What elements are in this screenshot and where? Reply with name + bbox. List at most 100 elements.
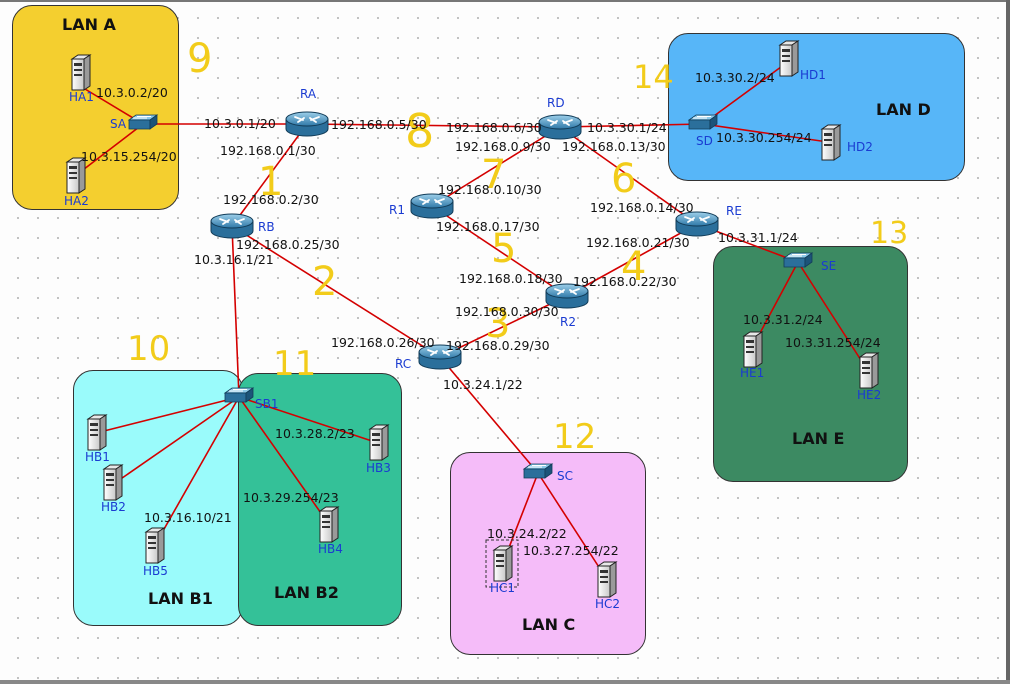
link-sb1-hb3 bbox=[238, 396, 379, 444]
zone-lan-c bbox=[450, 452, 646, 655]
host-icon-hb2[interactable] bbox=[103, 464, 123, 501]
ip-label-ra-lan: 10.3.0.1/20 bbox=[204, 116, 276, 131]
frame-right-border bbox=[1006, 0, 1010, 684]
link-r1-r2 bbox=[431, 205, 568, 297]
switch-icon-sa[interactable] bbox=[128, 114, 158, 130]
lan-b1-label: LAN B1 bbox=[148, 589, 213, 608]
host-label-hd1: HD1 bbox=[800, 68, 826, 82]
host-icon-ha1[interactable] bbox=[71, 54, 91, 91]
ip-label-rc-lan: 10.3.24.1/22 bbox=[443, 377, 523, 392]
ip-label-re-r2: 192.168.0.21/30 bbox=[586, 235, 690, 250]
link-sd-hd1 bbox=[702, 63, 786, 125]
router-icon-r1[interactable] bbox=[410, 193, 454, 219]
host-label-hd2: HD2 bbox=[847, 140, 873, 154]
host-icon-hc2[interactable] bbox=[597, 561, 617, 598]
ip-label-ra-rb: 192.168.0.1/30 bbox=[220, 143, 316, 158]
annotation-12: 12 bbox=[553, 417, 596, 457]
host-label-hb2: HB2 bbox=[101, 500, 126, 514]
ip-label-rc-rb: 192.168.0.26/30 bbox=[331, 335, 435, 350]
host-label-hb3: HB3 bbox=[366, 461, 391, 475]
ip-label-rd-re: 192.168.0.13/30 bbox=[562, 139, 666, 154]
link-sd-hd2 bbox=[702, 123, 829, 143]
ip-label-r1-r2: 192.168.0.17/30 bbox=[436, 219, 540, 234]
host-icon-he2[interactable] bbox=[859, 352, 879, 389]
host-icon-he1[interactable] bbox=[743, 331, 763, 368]
annotation-2: 2 bbox=[312, 259, 337, 305]
ip-label-he2: 10.3.31.254/24 bbox=[785, 335, 881, 350]
switches bbox=[128, 114, 813, 479]
ip-label-rd-r1: 192.168.0.9/30 bbox=[455, 139, 551, 154]
link-sc-hc2 bbox=[537, 472, 607, 579]
host-label-hb5: HB5 bbox=[143, 564, 168, 578]
zone-lan-b1 bbox=[73, 370, 243, 626]
ip-label-rb-rc: 192.168.0.25/30 bbox=[236, 237, 340, 252]
ip-label-ha1: 10.3.0.2/20 bbox=[96, 85, 168, 100]
link-rc-sc bbox=[439, 356, 539, 474]
device-labels: RA RB RC RD RE R1 R2 SA SB1 SC SD SE HA1… bbox=[64, 68, 881, 611]
router-icon-re[interactable] bbox=[675, 211, 719, 237]
ip-label-hc1: 10.3.24.2/22 bbox=[487, 526, 567, 541]
link-rd-r1 bbox=[431, 126, 561, 207]
host-icon-hb1[interactable] bbox=[87, 414, 107, 451]
link-sb1-hb1 bbox=[95, 396, 240, 434]
link-sb1-hb5 bbox=[154, 396, 240, 546]
host-icon-hc1[interactable] bbox=[493, 545, 513, 582]
host-icon-hd1[interactable] bbox=[779, 40, 799, 77]
ip-label-hb4: 10.3.29.254/23 bbox=[243, 490, 339, 505]
host-label-hc2: HC2 bbox=[595, 597, 620, 611]
host-label-ha2: HA2 bbox=[64, 194, 89, 208]
switch-label-sc: SC bbox=[557, 469, 573, 483]
hc1-selection-box bbox=[485, 539, 519, 588]
host-icon-hb3[interactable] bbox=[369, 424, 389, 461]
ip-label-rb-ra: 192.168.0.2/30 bbox=[223, 192, 319, 207]
switch-icon-sc[interactable] bbox=[523, 463, 553, 479]
ip-label-rd-lan: 10.3.30.1/24 bbox=[587, 120, 667, 135]
zone-lan-b2 bbox=[238, 373, 402, 626]
link-rb-sb1 bbox=[231, 225, 240, 398]
switch-label-sb1: SB1 bbox=[255, 397, 278, 411]
ip-label-r2-re: 192.168.0.22/30 bbox=[573, 274, 677, 289]
zone-lan-a bbox=[12, 5, 179, 210]
host-label-hc1: HC1 bbox=[490, 581, 515, 595]
router-label-rb: RB bbox=[258, 220, 275, 234]
link-ra-rd bbox=[306, 123, 561, 128]
router-icon-rb[interactable] bbox=[210, 213, 254, 239]
lan-a-label: LAN A bbox=[62, 15, 116, 34]
lan-c-label: LAN C bbox=[522, 615, 576, 634]
annotation-7: 7 bbox=[481, 152, 506, 198]
annotation-8: 8 bbox=[405, 104, 434, 158]
hosts bbox=[66, 40, 879, 598]
ip-label-ha2: 10.3.15.254/20 bbox=[81, 149, 177, 164]
switch-icon-se[interactable] bbox=[783, 252, 813, 268]
router-icon-ra[interactable] bbox=[285, 111, 329, 137]
router-icon-rd[interactable] bbox=[538, 114, 582, 140]
ip-label-rb-lan: 10.3.16.1/21 bbox=[194, 252, 274, 267]
annotation-3: 3 bbox=[485, 301, 510, 347]
router-label-r1: R1 bbox=[389, 203, 405, 217]
ip-label-hd2: 10.3.30.254/24 bbox=[716, 130, 812, 145]
ip-labels: 10.3.0.2/20 10.3.15.254/20 10.3.0.1/20 1… bbox=[81, 70, 881, 558]
host-icon-hb4[interactable] bbox=[319, 506, 339, 543]
host-icon-hd2[interactable] bbox=[821, 124, 841, 161]
switch-icon-sb1[interactable] bbox=[224, 387, 254, 403]
link-ha2-sa bbox=[74, 123, 144, 177]
ip-label-re-rd: 192.168.0.14/30 bbox=[590, 200, 694, 215]
annotation-14: 14 bbox=[633, 58, 674, 96]
link-rd-re bbox=[559, 126, 698, 225]
annotation-4: 4 bbox=[621, 244, 646, 290]
switch-label-sa: SA bbox=[110, 117, 127, 131]
link-sb1-hb2 bbox=[111, 396, 240, 486]
router-label-rc: RC bbox=[395, 357, 411, 371]
host-icon-hb5[interactable] bbox=[145, 527, 165, 564]
link-sb1-hb4 bbox=[238, 396, 329, 524]
annotations: 9 14 8 1 7 6 5 4 2 3 10 11 12 13 bbox=[127, 36, 908, 457]
annotation-5: 5 bbox=[491, 226, 516, 272]
switch-icon-sd[interactable] bbox=[688, 114, 718, 130]
router-label-r2: R2 bbox=[560, 315, 576, 329]
annotation-10: 10 bbox=[127, 329, 170, 369]
ip-label-r2-r1: 192.168.0.18/30 bbox=[459, 271, 563, 286]
annotation-1: 1 bbox=[258, 159, 283, 205]
link-ra-rb bbox=[231, 123, 308, 227]
